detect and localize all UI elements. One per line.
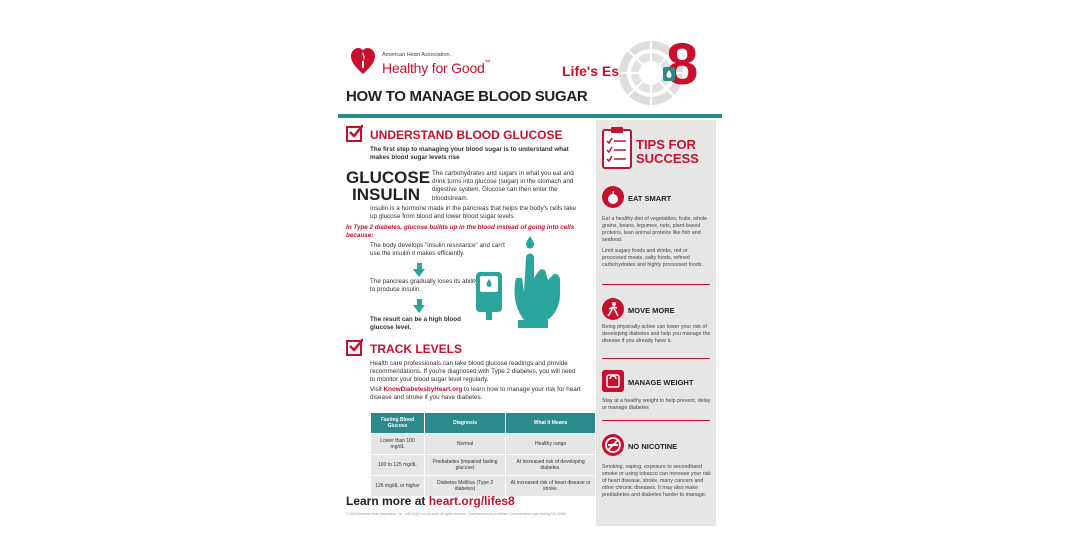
lifes-essential-wheel-icon [619, 41, 683, 105]
table-cell: Prediabetes (impaired fasting glucose) [423, 454, 507, 476]
table-header: What It Means [505, 412, 596, 434]
know-diabetes-link[interactable]: KnowDiabetesbyHeart.org [383, 386, 463, 393]
header-divider [338, 114, 722, 118]
step-1: The body develops "insulin resistance" a… [370, 242, 505, 258]
apple-icon [602, 186, 624, 208]
table-cell: 100 to 125 mg/dL [370, 454, 425, 476]
table-cell: Lower than 100 mg/dL [370, 433, 425, 455]
track-heading: TRACK LEVELS [370, 342, 463, 356]
table-header: Fasting Blood Glucose [370, 412, 425, 434]
tip-heading-move-more: MOVE MORE [628, 306, 675, 315]
understand-intro: The first step to managing your blood su… [370, 146, 569, 162]
table-cell: 126 mg/dL or higher [370, 475, 425, 497]
tip-heading-manage-weight: MANAGE WEIGHT [628, 378, 694, 387]
scale-icon [602, 370, 624, 392]
table-row: Lower than 100 mg/dL Normal Healthy rang… [370, 433, 596, 455]
type2-intro: In Type 2 diabetes, glucose builds up in… [346, 224, 575, 240]
tip-divider [602, 358, 710, 359]
lifes-essential-number: 8 [666, 32, 699, 97]
arrow-stem [417, 299, 422, 305]
glucose-meter-finger-icon [476, 236, 560, 328]
table-cell: Healthy range [505, 433, 596, 455]
tip-heading-eat-smart: EAT SMART [628, 194, 672, 203]
infographic-page: American Heart Association. Healthy for … [338, 0, 722, 540]
tip-heading-no-nicotine: NO NICOTINE [628, 442, 678, 451]
header: American Heart Association. Healthy for … [346, 36, 718, 116]
no-smoking-icon [602, 434, 624, 456]
clipboard-checklist-icon [602, 127, 632, 169]
glucose-word: GLUCOSE [346, 168, 431, 187]
tip-text-eat-smart-2: Limit sugary foods and drinks, red or pr… [602, 248, 703, 268]
aha-small-label: American Heart Association. [382, 52, 452, 58]
arrow-stem [417, 263, 422, 269]
arrow-down-icon [413, 305, 425, 313]
arrow-down-icon [413, 269, 425, 277]
tip-divider [602, 284, 710, 285]
check-box-icon [346, 338, 363, 356]
table-cell: Diabetes Mellitus (Type 2 diabetes) [423, 475, 507, 497]
table-cell: Normal [423, 433, 507, 455]
table-header: Diagnosis [423, 412, 507, 434]
tip-text-manage-weight: Stay at a healthy weight to help prevent… [602, 398, 711, 411]
step-2: The pancreas gradually loses its ability… [370, 278, 479, 294]
fine-print: © 2022 American Heart Association, Inc.,… [346, 512, 566, 516]
page-title: HOW TO MANAGE BLOOD SUGAR [346, 88, 588, 105]
tip-text-no-nicotine: Smoking, vaping, exposure to secondhand … [602, 464, 711, 498]
table-cell: At increased risk of heart disease or st… [505, 475, 596, 497]
learn-more-line: Learn more at heart.org/lifes8 [346, 494, 515, 508]
table-row: 126 mg/dL or higher Diabetes Mellitus (T… [370, 475, 596, 497]
track-text: Health care professionals can take blood… [370, 360, 576, 384]
aha-brand-label: Healthy for Good™ [382, 60, 491, 76]
insulin-word: INSULIN [352, 185, 420, 204]
running-person-icon [602, 298, 624, 320]
lifes8-link[interactable]: heart.org/lifes8 [428, 494, 515, 508]
table-cell: At increased risk of developing diabetes… [505, 454, 596, 476]
table-row: 100 to 125 mg/dL Prediabetes (impaired f… [370, 454, 596, 476]
step-3: The result can be a high blood glucose l… [370, 316, 461, 332]
check-box-icon [346, 124, 363, 142]
visit-text: Visit KnowDiabetesbyHeart.org to learn h… [370, 386, 581, 402]
tip-text-move-more: Being physically active can lower your r… [602, 324, 711, 344]
table-header-row: Fasting Blood Glucose Diagnosis What It … [370, 412, 596, 434]
heart-torch-icon [351, 48, 375, 74]
understand-heading: UNDERSTAND BLOOD GLUCOSE [370, 128, 563, 142]
glucose-levels-table: Fasting Blood Glucose Diagnosis What It … [370, 412, 596, 497]
glucose-text: The carbohydrates and sugars in what you… [432, 170, 574, 202]
insulin-text: Insulin is a hormone made in the pancrea… [370, 205, 576, 221]
glucose-drop-icon [663, 67, 675, 81]
tip-text-eat-smart: Eat a healthy diet of vegetables, fruits… [602, 216, 708, 243]
tip-divider [602, 420, 710, 421]
